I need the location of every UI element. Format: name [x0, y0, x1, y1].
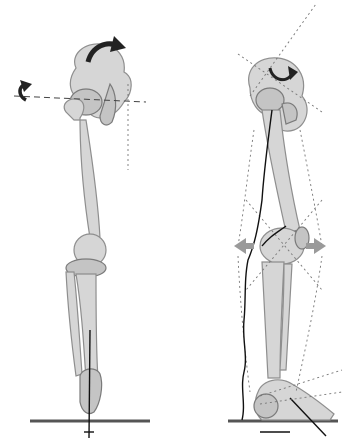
front-ankle — [80, 369, 102, 414]
front-femur — [64, 99, 100, 238]
side-shank-outline — [296, 256, 322, 392]
side-heel — [254, 394, 278, 418]
front-view-panel — [14, 36, 150, 438]
side-thigh-outline — [238, 130, 254, 246]
side-view-panel — [228, 4, 342, 436]
side-hip-joint — [256, 88, 284, 112]
front-mechanical-axis — [89, 330, 90, 438]
